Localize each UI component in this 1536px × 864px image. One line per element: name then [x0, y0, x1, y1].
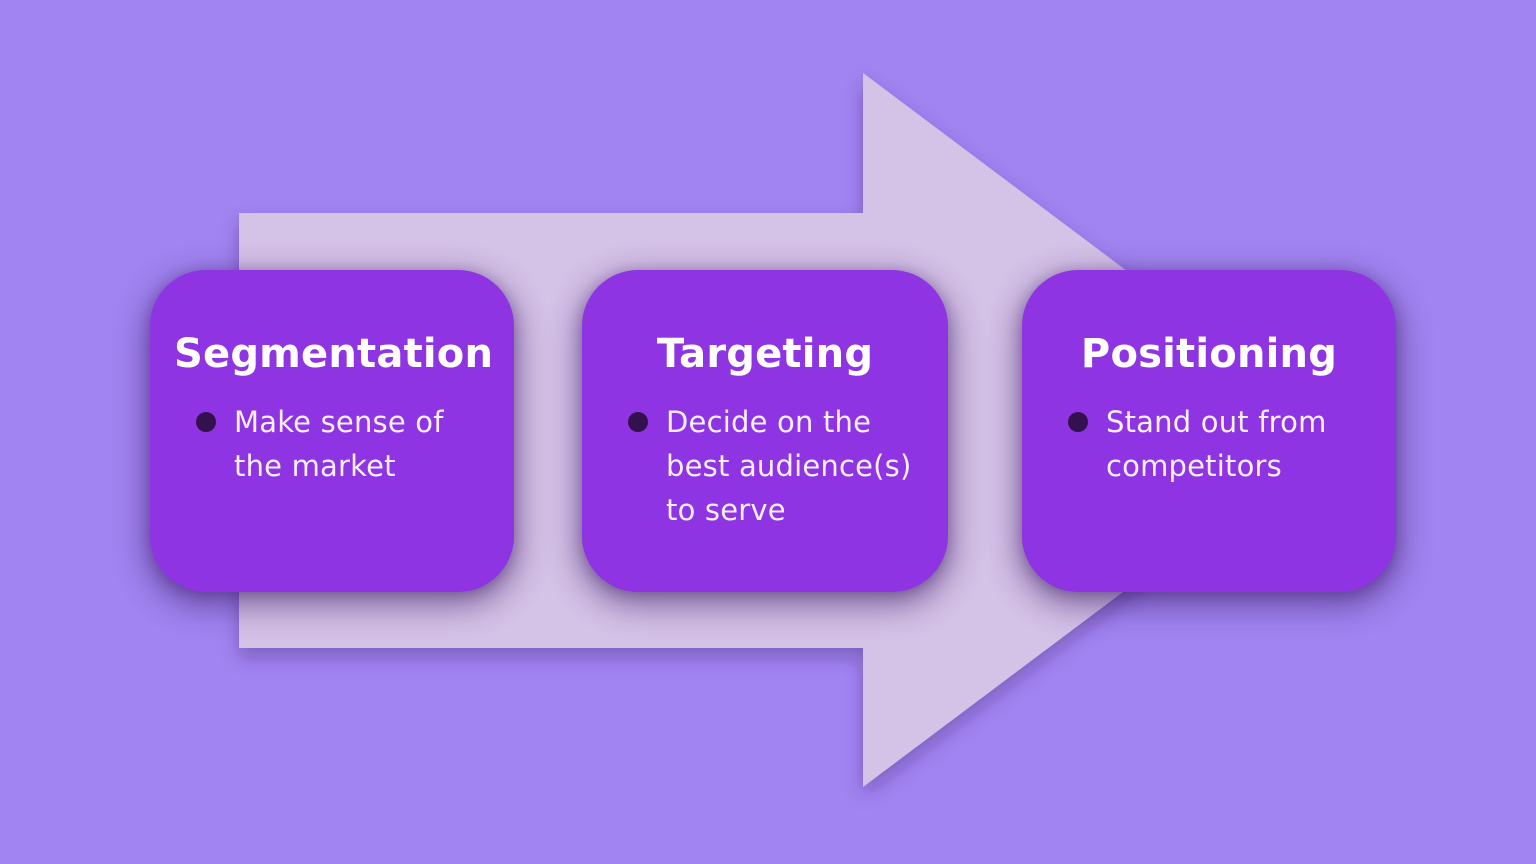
- bullet-text: Decide on the best audience(s) to serve: [666, 405, 912, 527]
- card-title: Segmentation: [174, 331, 494, 377]
- card-title: Positioning: [1080, 331, 1338, 377]
- bullet-dot-icon: [628, 412, 648, 432]
- bullet-item: Stand out from competitors: [1046, 400, 1372, 488]
- bullet-item: Make sense of the market: [174, 400, 490, 488]
- stp-card-segmentation: Segmentation Make sense of the market: [150, 270, 514, 592]
- bullet-dot-icon: [1068, 412, 1088, 432]
- bullet-dot-icon: [196, 412, 216, 432]
- stp-card-targeting: Targeting Decide on the best audience(s)…: [582, 270, 948, 592]
- bullet-text: Make sense of the market: [234, 405, 444, 483]
- bullet-item: Decide on the best audience(s) to serve: [606, 400, 924, 532]
- card-title: Targeting: [656, 331, 874, 377]
- bullet-text: Stand out from competitors: [1106, 405, 1327, 483]
- stp-card-positioning: Positioning Stand out from competitors: [1022, 270, 1396, 592]
